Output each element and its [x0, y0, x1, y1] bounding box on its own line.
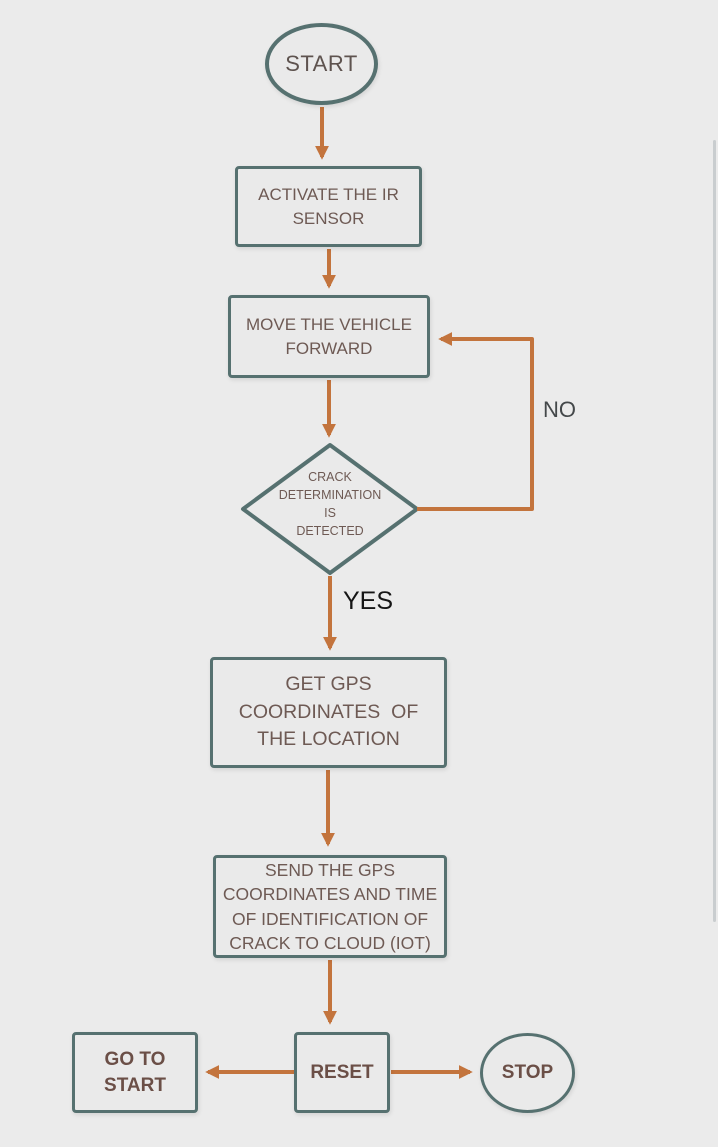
node-send-cloud-line1: SEND THE GPS [265, 860, 395, 881]
node-crack-decision-line1: CRACK [308, 470, 352, 484]
node-go-to-start: GO TO START [72, 1032, 198, 1113]
node-move-forward: MOVE THE VEHICLE FORWARD [228, 295, 430, 378]
node-get-gps-line3: THE LOCATION [257, 728, 400, 751]
node-send-cloud-line4: CRACK TO CLOUD (IOT) [229, 932, 431, 953]
node-activate-sensor-line1: ACTIVATE THE IR [258, 185, 399, 205]
edge-decision-no-loop [417, 332, 534, 511]
node-send-cloud-line2: COORDINATES AND TIME [222, 884, 438, 905]
node-start-label: START [285, 51, 358, 76]
node-reset: RESET [294, 1032, 390, 1113]
node-send-cloud: SEND THE GPS COORDINATES AND TIME OF IDE… [213, 855, 447, 958]
node-reset-label: RESET [310, 1061, 374, 1083]
node-crack-decision-line3: IS [324, 506, 336, 521]
node-send-cloud-line3: OF IDENTIFICATION OF [231, 908, 429, 929]
node-get-gps-line1: GET GPS [285, 672, 372, 695]
node-crack-decision-line4: DETECTED [296, 524, 364, 539]
edge-label-no: NO [543, 397, 576, 422]
node-stop: STOP [480, 1033, 575, 1113]
node-move-forward-line2: FORWARD [285, 338, 373, 358]
node-get-gps: GET GPS COORDINATES OF THE LOCATION [210, 657, 447, 768]
node-go-to-start-line2: START [104, 1074, 166, 1096]
node-start: START [265, 23, 378, 105]
scrollbar-thumb[interactable] [713, 140, 716, 922]
node-crack-decision-label: CRACK DETERMINATION IS DETECTED [255, 468, 405, 541]
edge-label-yes: YES [343, 587, 394, 615]
node-activate-sensor: ACTIVATE THE IR SENSOR [235, 166, 422, 247]
node-stop-label: STOP [501, 1062, 554, 1084]
node-go-to-start-line1: GO TO [104, 1048, 166, 1070]
node-activate-sensor-line2: SENSOR [292, 208, 365, 228]
node-get-gps-line2: COORDINATES OF [238, 700, 419, 723]
node-crack-decision-line2: DETERMINATION [278, 488, 382, 503]
node-move-forward-line1: MOVE THE VEHICLE [246, 315, 412, 335]
